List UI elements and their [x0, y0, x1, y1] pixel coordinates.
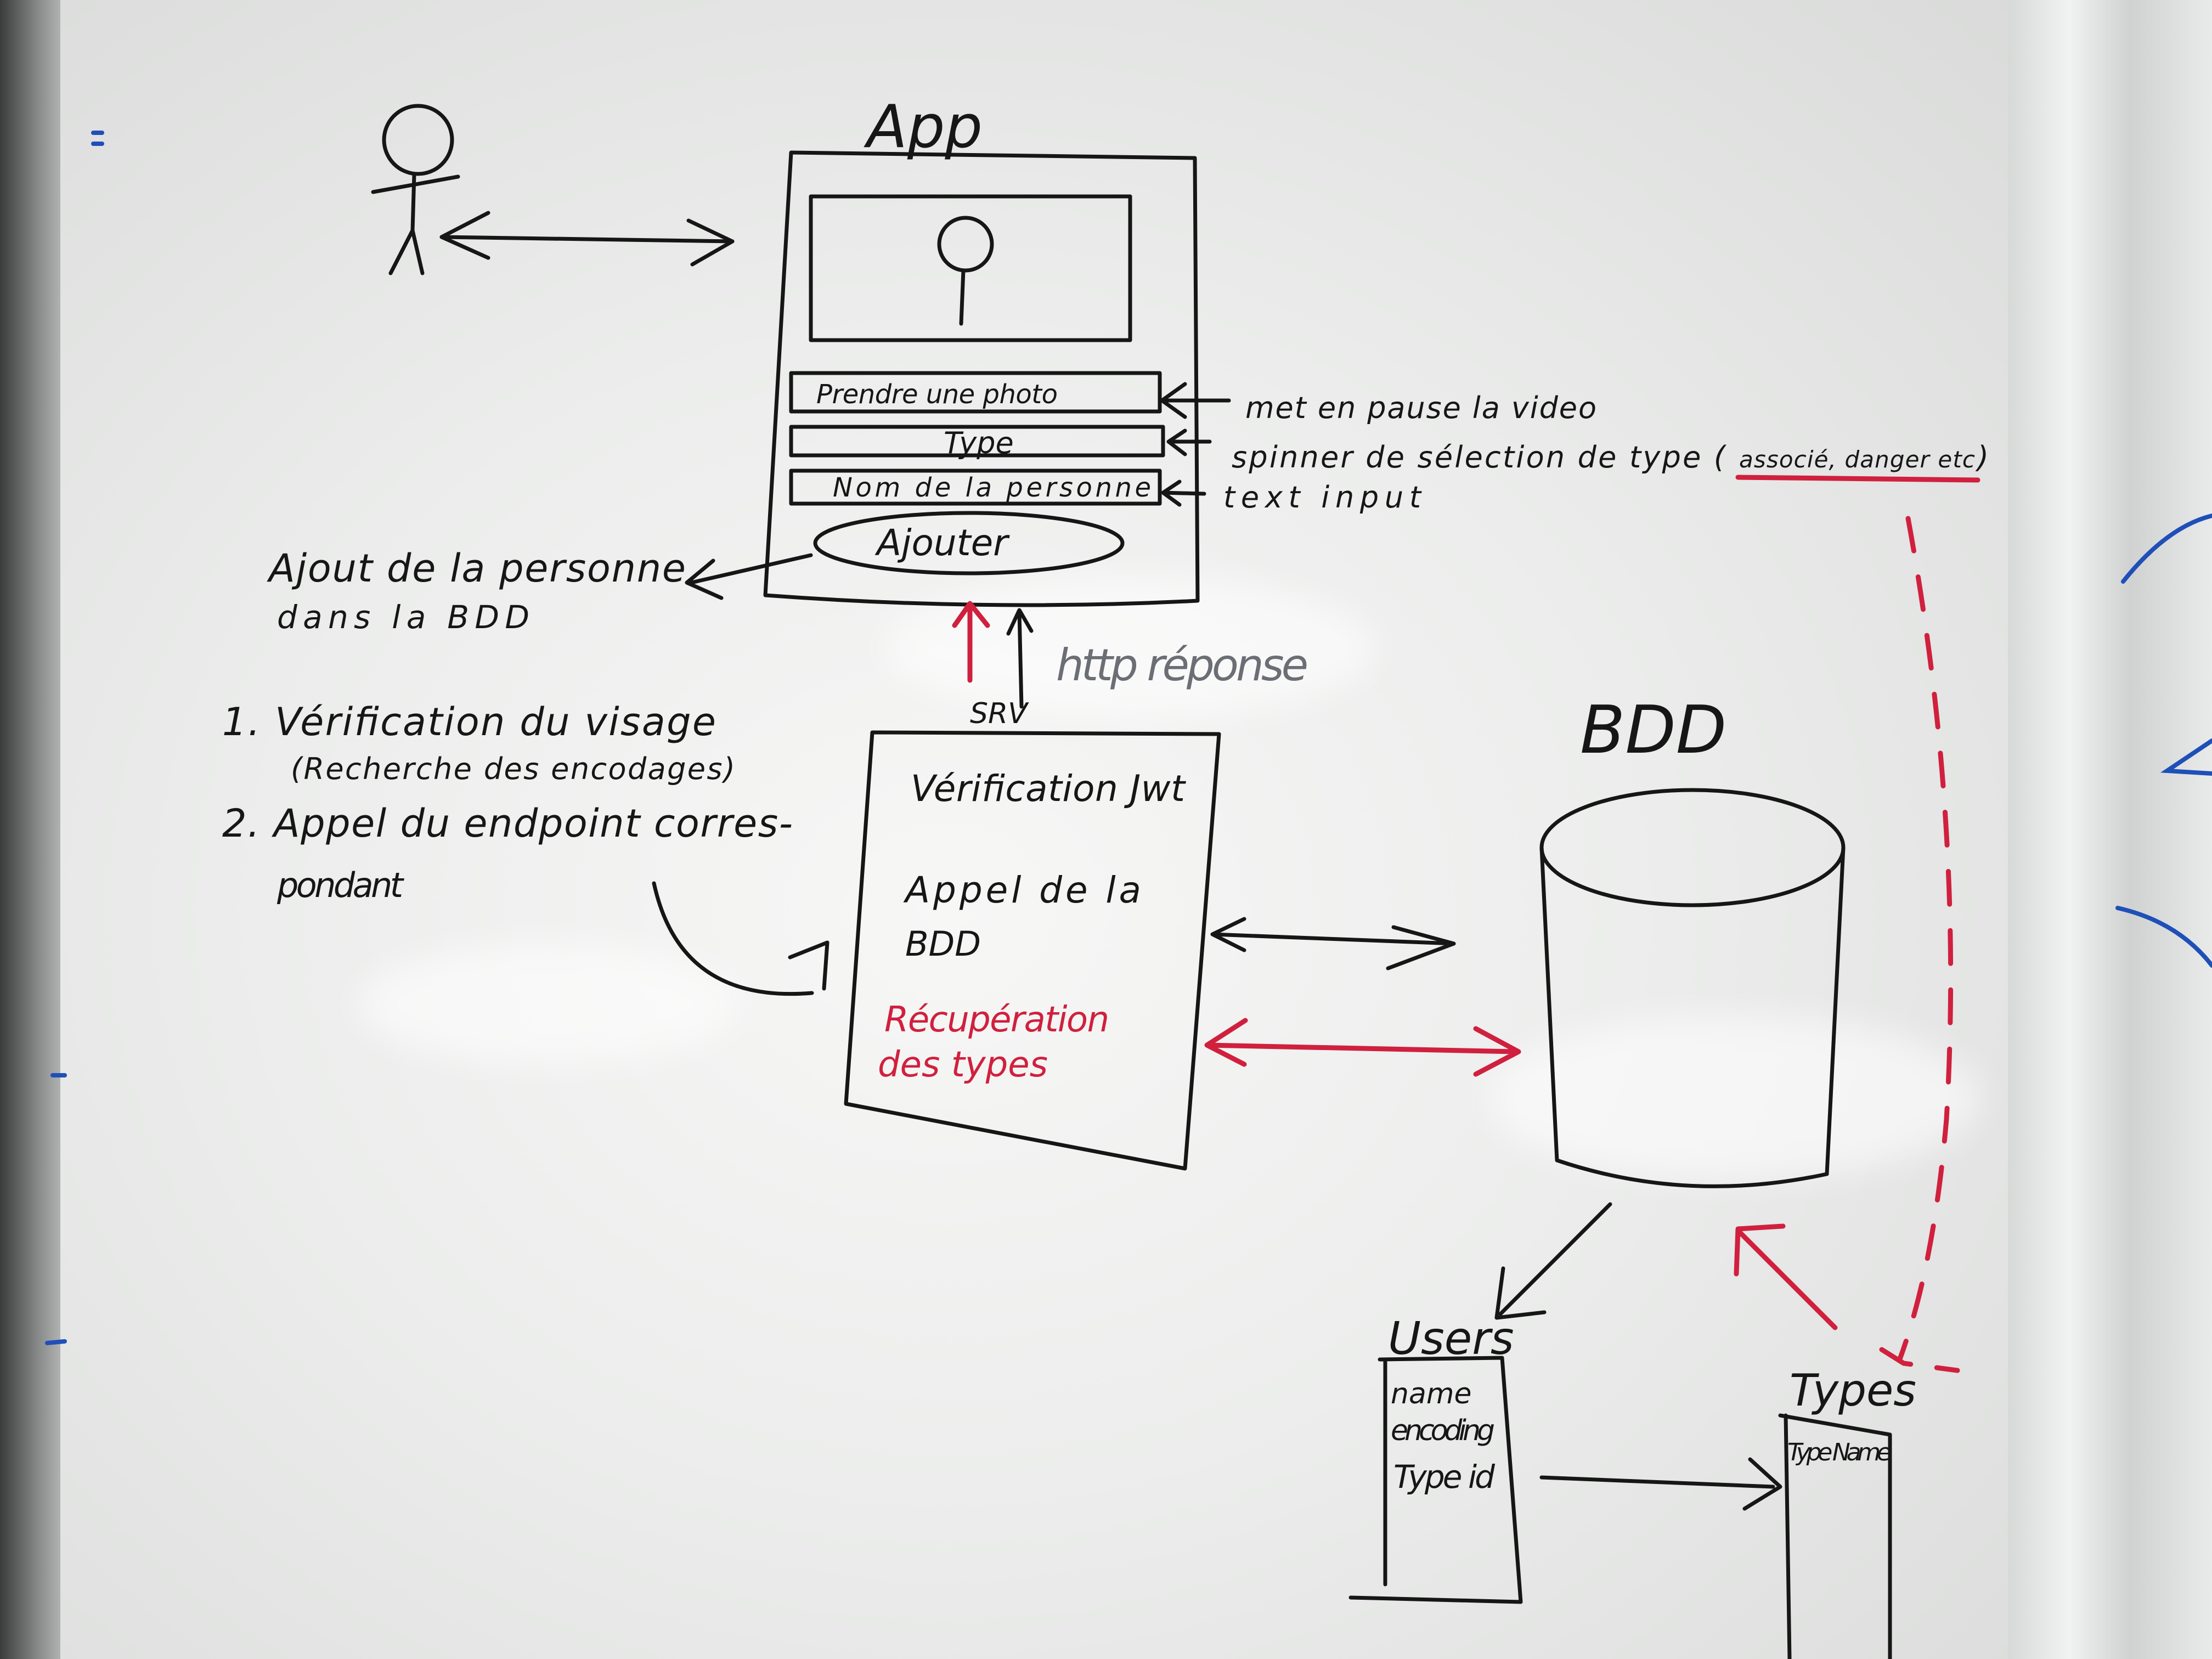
srv-request-arrow [952, 601, 990, 683]
take-photo-label: Prendre une photo [816, 379, 1058, 410]
users-types-relation-arrow [1539, 1457, 1782, 1511]
server-box [844, 730, 1221, 1171]
type-label: Type [944, 426, 1014, 460]
take-photo-annotation: met en pause la video [1245, 391, 1596, 425]
users-field-type-id: Type id [1393, 1458, 1496, 1496]
type-examples: associé, danger etc [1739, 446, 1975, 473]
add-note-line2: dans la BDD [277, 599, 529, 636]
type-annotation-close: ) [1975, 440, 1989, 475]
blue-edge-marks [45, 131, 2212, 1345]
server-red-line-1: Récupération [884, 1000, 1109, 1040]
add-button-label: Ajouter [874, 522, 1010, 564]
database-cylinder-icon [1539, 788, 1846, 1188]
user-app-double-arrow [439, 211, 735, 267]
step-1: 1. Vérification du visage [222, 699, 716, 744]
types-fetch-double-arrow [1204, 1018, 1521, 1077]
types-dashed-link-arrow [1879, 516, 1960, 1373]
whiteboard [60, 0, 2030, 1659]
whiteboard-frame-left [0, 0, 66, 1659]
users-field-name: name [1391, 1378, 1471, 1410]
step-2-continued: pondant [276, 865, 405, 905]
server-line-1: Vérification Jwt [911, 768, 1186, 810]
app-title: App [864, 93, 983, 161]
types-db-arrow [1734, 1223, 1838, 1330]
take-photo-button[interactable] [789, 371, 1162, 414]
types-table [1778, 1413, 1892, 1659]
types-field-type-name: Type Name [1787, 1438, 1892, 1466]
database-label: BDD [1580, 692, 1726, 769]
http-response-arrow [1006, 608, 1034, 709]
whiteboard-frame-right [2008, 0, 2212, 1659]
type-spinner[interactable] [789, 425, 1165, 458]
add-button[interactable] [813, 511, 1125, 575]
server-line-2: Appel de la [903, 869, 1141, 911]
users-table-title: Users [1388, 1313, 1514, 1365]
user-stick-figure-icon [371, 104, 460, 275]
types-table-title: Types [1790, 1365, 1916, 1416]
app-mockup [763, 150, 1200, 607]
person-name-annotation: text input [1223, 480, 1422, 515]
http-response-label: http réponse [1056, 640, 1308, 691]
step-1-detail: (Recherche des encodages) [291, 752, 735, 786]
server-line-3: BDD [905, 924, 981, 964]
users-field-encoding: encoding [1391, 1414, 1495, 1447]
type-examples-underline [1735, 475, 1980, 483]
step-2: 2. Appel du endpoint corres- [222, 801, 793, 846]
server-red-line-2: des types [878, 1045, 1048, 1085]
type-annotation: spinner de sélection de type ( [1232, 440, 1727, 475]
add-note-line1: Ajout de la personne [267, 546, 686, 591]
users-table [1348, 1356, 1523, 1604]
person-name-label: Nom de la personne [833, 472, 1151, 503]
srv-label: SRV [970, 697, 1029, 730]
person-name-field[interactable] [789, 469, 1162, 506]
